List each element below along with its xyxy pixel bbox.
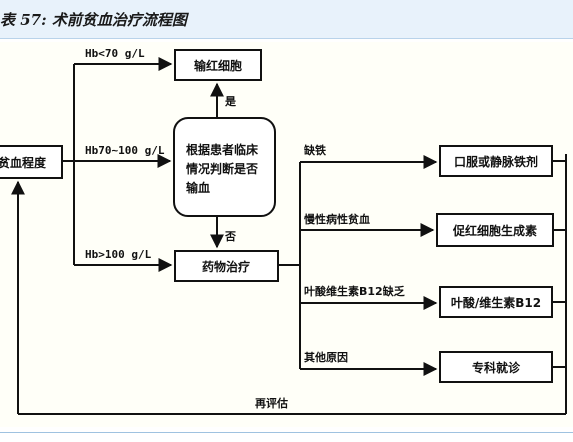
node-folate-box	[439, 286, 553, 318]
node-judge-line-1: 根据患者临床	[186, 142, 259, 157]
node-folate-label: 叶酸/维生素B12	[451, 295, 541, 310]
node-judge-line-2: 情况判断是否	[186, 161, 258, 176]
node-specialist-box	[439, 351, 553, 383]
label-no: 否	[224, 230, 236, 243]
node-assess-label: 贫血程度	[0, 155, 47, 170]
node-judge-box	[173, 117, 276, 217]
node-transfuse-label: 输红细胞	[194, 58, 242, 73]
node-iron-label: 口服或静脉铁剂	[454, 154, 538, 169]
label-other: 其他原因	[304, 350, 348, 364]
node-drug-label: 药物治疗	[202, 259, 250, 274]
node-epo-box	[436, 213, 554, 247]
node-epo-label: 促红细胞生成素	[452, 223, 537, 238]
node-judge-line-3: 输血	[186, 180, 210, 195]
flowchart: 贫血程度 输红细胞 根据患者临床 情况判断是否 输血 药物治疗 口服或静脉铁剂 …	[0, 42, 573, 427]
label-reassess: 再评估	[255, 396, 288, 410]
node-drug-box	[174, 250, 279, 282]
label-iron-def: 缺铁	[303, 143, 326, 157]
node-specialist-label: 专科就诊	[472, 360, 521, 375]
title-bar: 表 57: 术前贫血治疗流程图	[0, 0, 573, 39]
label-yes: 是	[224, 95, 237, 108]
label-chronic: 慢性病性贫血	[304, 212, 370, 226]
bottom-rule	[0, 432, 573, 433]
figure-title: 表 57: 术前贫血治疗流程图	[0, 11, 187, 29]
label-hb-high: Hb>100 g/L	[85, 248, 152, 261]
flowchart-svg: 贫血程度 输红细胞 根据患者临床 情况判断是否 输血 药物治疗 口服或静脉铁剂 …	[0, 47, 567, 415]
label-folate-def: 叶酸维生素B12缺乏	[304, 284, 405, 298]
node-transfuse-box	[174, 49, 262, 81]
label-hb-low: Hb<70 g/L	[85, 47, 145, 60]
label-hb-mid: Hb70~100 g/L	[85, 144, 165, 157]
node-iron-box	[439, 145, 553, 177]
